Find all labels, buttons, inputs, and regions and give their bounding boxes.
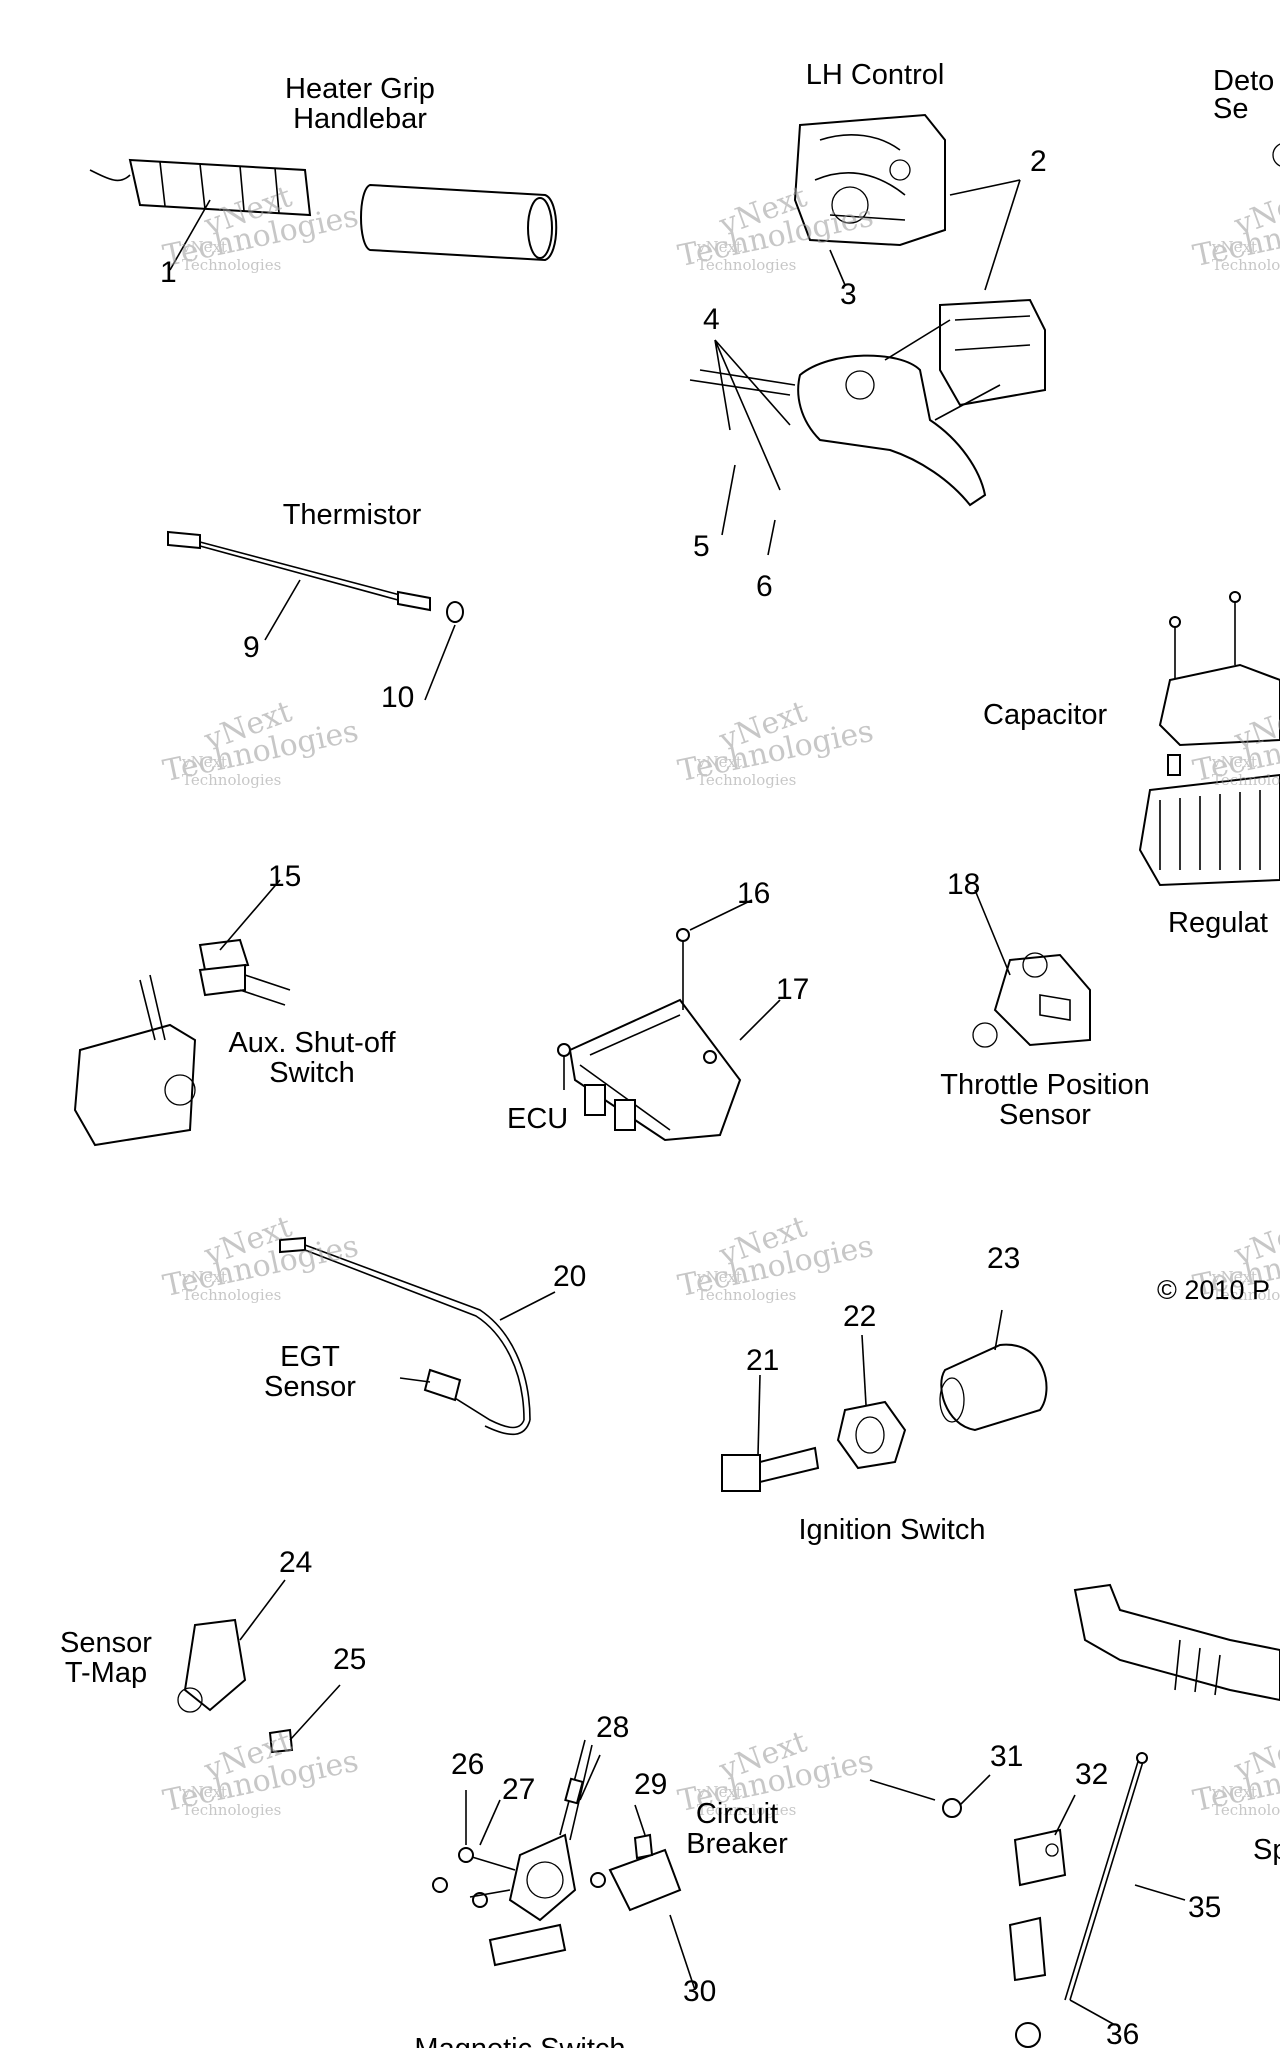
callout-25: 25 xyxy=(333,1643,367,1676)
ecu-drawing xyxy=(557,928,742,1142)
label-thermistor: Thermistor xyxy=(282,499,422,531)
egt-sensor-drawing xyxy=(279,1236,531,1436)
lh-control-drawing xyxy=(689,113,1046,507)
callout-32: 32 xyxy=(1075,1758,1109,1791)
callout-5: 5 xyxy=(693,530,710,563)
callout-36: 36 xyxy=(1106,2018,1140,2048)
label-ecu: ECU xyxy=(507,1103,569,1135)
label-sp: Sp xyxy=(1253,1834,1280,1866)
callout-4: 4 xyxy=(703,303,720,336)
label-capacitor: Capacitor xyxy=(983,699,1108,731)
callout-16: 16 xyxy=(737,877,771,910)
callout-15: 15 xyxy=(268,860,302,893)
callout-30: 30 xyxy=(683,1975,717,2008)
callout-6: 6 xyxy=(756,570,773,603)
callout-10: 10 xyxy=(381,681,415,714)
label-copyright: © 2010 P xyxy=(1157,1275,1270,1305)
callout-26: 26 xyxy=(451,1748,485,1781)
label-regulator: Regulat xyxy=(1168,907,1268,939)
callout-27: 27 xyxy=(502,1773,536,1806)
callout-21: 21 xyxy=(746,1344,780,1377)
callout-28: 28 xyxy=(596,1711,630,1744)
callout-9: 9 xyxy=(243,631,260,664)
aux-switch-drawing xyxy=(73,938,291,1147)
callout-22: 22 xyxy=(843,1300,877,1333)
small-parts-drawing xyxy=(869,1583,1280,2048)
label-ignition-switch: Ignition Switch xyxy=(798,1514,986,1546)
callout-23: 23 xyxy=(987,1242,1021,1275)
thermistor-drawing xyxy=(167,530,464,623)
throttle-sensor-drawing xyxy=(972,952,1091,1048)
tmap-sensor-drawing xyxy=(177,1618,294,1754)
leader-lines xyxy=(169,199,1186,2026)
ignition-switch-drawing xyxy=(721,1343,1048,1492)
label-magnetic-switch: Magnetic Switch xyxy=(414,2034,625,2048)
detonation-sensor-drawing xyxy=(1272,143,1280,167)
callout-18: 18 xyxy=(947,868,981,901)
callout-24: 24 xyxy=(279,1546,313,1579)
capacitor-regulator-drawing xyxy=(1138,591,1280,887)
callout-2: 2 xyxy=(1030,145,1047,178)
magnetic-switch-drawing xyxy=(432,1739,682,1967)
heater-grip-drawing xyxy=(89,158,558,262)
callout-35: 35 xyxy=(1188,1891,1222,1924)
label-lh-control: LH Control xyxy=(805,59,945,91)
callout-31: 31 xyxy=(990,1740,1024,1773)
callout-3: 3 xyxy=(840,278,857,311)
callout-1: 1 xyxy=(160,256,177,289)
callout-20: 20 xyxy=(553,1260,587,1293)
callout-29: 29 xyxy=(634,1768,668,1801)
callout-17: 17 xyxy=(776,973,810,1006)
